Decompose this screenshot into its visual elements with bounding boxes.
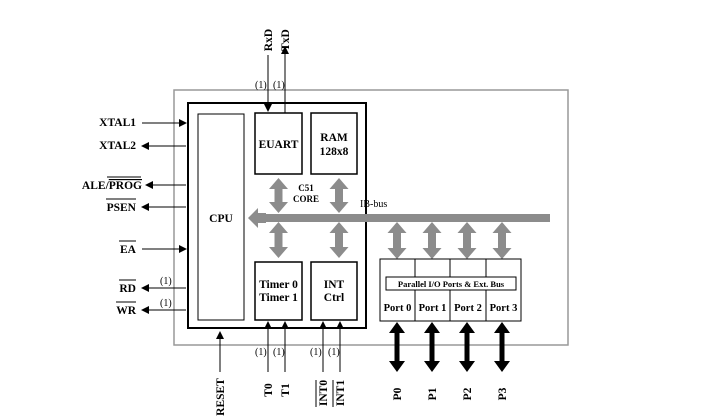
ram-label-line1: RAM [320,132,348,144]
port1-bus-arrow [422,222,442,259]
euart-bus-arrow [269,178,288,213]
port0-bus-arrow [387,222,407,259]
port-io-arrows [389,322,510,372]
ea-label: EA [120,244,137,256]
rxd-footnote: (1) [255,80,267,91]
int-bus-arrow [329,222,349,258]
int1-label: INT1 [335,380,347,406]
t1-footnote: (1) [273,347,285,358]
p1-io-arrow [424,322,440,372]
wr-label: WR [116,305,137,317]
ale-label: ALE/ [82,180,110,192]
ale-prog-label: ALE/PROG [82,180,142,192]
int-ctrl-block [310,261,358,321]
timer-label-line2: Timer 1 [259,292,298,304]
ram-block [310,112,358,175]
rd-footnote: (1) [160,276,172,287]
port1-label: Port 1 [419,303,447,314]
ram-label-line2: 128x8 [320,146,349,158]
t0-label: T0 [263,383,275,397]
euart-block [254,112,303,175]
core-label-line2: CORE [293,194,319,204]
cpu-block [197,113,245,321]
txd-footnote: (1) [273,80,285,91]
p2-pin-label: P2 [462,387,474,400]
rxd-label: RxD [263,29,275,51]
p3-pin-label: P3 [497,387,509,400]
int0-label: INT0 [318,380,330,406]
timer-label-line1: Timer 0 [259,279,298,291]
p2-io-arrow [459,322,475,372]
ib-bus-label: IB-bus [360,199,387,210]
cpu-bus-arrow [248,208,266,228]
parallel-io-label: Parallel I/O Ports & Ext. Bus [398,279,505,289]
ram-bus-arrow [329,178,349,213]
core-label-line1: C51 [298,183,314,193]
timer-bus-arrow [269,222,288,258]
p0-io-arrow [389,322,405,372]
p0-pin-label: P0 [392,387,404,400]
port0-label: Port 0 [384,303,412,314]
ib-bus [266,214,550,222]
int1-footnote: (1) [328,347,340,358]
int-ctrl-label-line1: INT [324,279,345,291]
p1-pin-label: P1 [427,387,439,400]
euart-label: EUART [259,139,299,151]
reset-label: RESET [215,378,227,416]
port3-bus-arrow [492,222,512,259]
wr-footnote: (1) [160,298,172,309]
timer-block [254,261,303,321]
xtal1-label: XTAL1 [99,117,136,129]
int-ctrl-label-line2: Ctrl [324,292,344,304]
txd-label: TxD [280,29,292,51]
cpu-label: CPU [209,213,233,225]
rd-label: RD [119,283,136,295]
port2-label: Port 2 [454,303,482,314]
prog-label: PROG [109,180,142,192]
chip-outline [173,89,569,346]
parallel-io-label-box [385,276,517,291]
t1-label: T1 [280,383,292,397]
t0-footnote: (1) [255,347,267,358]
xtal2-label: XTAL2 [99,140,136,152]
bus-arrows [269,178,512,259]
p3-io-arrow [494,322,510,372]
port2-bus-arrow [457,222,477,259]
port3-label: Port 3 [490,303,518,314]
int0-footnote: (1) [310,347,322,358]
psen-label: PSEN [107,202,137,214]
